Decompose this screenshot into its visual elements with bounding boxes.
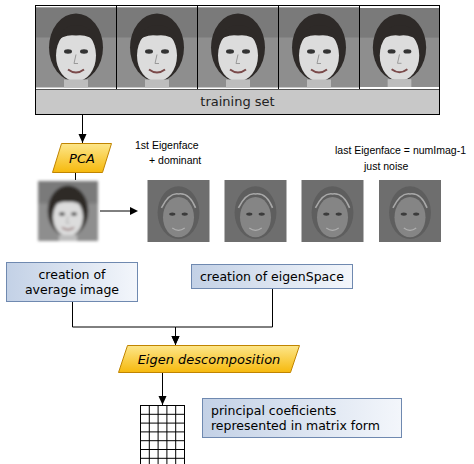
matrix-caption: principal coeficients represented in mat… (211, 403, 393, 433)
parallelogram-label: Eigen descomposition (138, 352, 281, 367)
parallelogram-content: PCA (52, 143, 112, 173)
matrix-caption-box: principal coeficients represented in mat… (202, 398, 402, 438)
pca-to-average-line (75, 173, 76, 180)
training-photos (36, 5, 439, 89)
annotation-label: just noise (364, 160, 408, 173)
process-parallelogram: PCA (52, 143, 112, 173)
matrix-output: principal coeficients represented in mat… (140, 405, 402, 464)
connector-arrow (162, 373, 163, 405)
annotation-label: + dominant (149, 154, 201, 167)
process-label: creation of average image (15, 267, 129, 297)
average-to-eigen-arrow (100, 207, 138, 215)
parallelogram-content: Eigen descomposition (118, 345, 300, 373)
band-label: training set (36, 89, 439, 114)
connector-arrow (176, 289, 273, 345)
annotation-label: last Eigenface = numImag-1 (335, 144, 466, 157)
process-parallelogram: Eigen descomposition (118, 345, 300, 373)
eigenface-strip (148, 180, 442, 242)
grid-line (140, 414, 185, 415)
grid-line (140, 440, 185, 441)
annotation-label: 1st Eigenface (135, 139, 199, 152)
average-face (38, 181, 98, 241)
process-box: creation of eigenSpace (191, 264, 353, 289)
parallelogram-label: PCA (69, 151, 95, 166)
connector-arrow (82, 115, 83, 143)
parallelogram-outline (119, 346, 300, 373)
training-set-panel: training set (35, 5, 440, 115)
grid-line (140, 449, 185, 450)
grid-line (140, 423, 185, 424)
grid-cell-area (141, 406, 185, 464)
connector-arrow (73, 302, 176, 345)
process-label: creation of eigenSpace (200, 269, 344, 284)
process-box: creation of average image (6, 262, 138, 302)
grid-line (140, 431, 185, 432)
parallelogram-outline (53, 144, 112, 173)
matrix-grid-icon (140, 405, 186, 464)
grid-line (140, 458, 185, 459)
